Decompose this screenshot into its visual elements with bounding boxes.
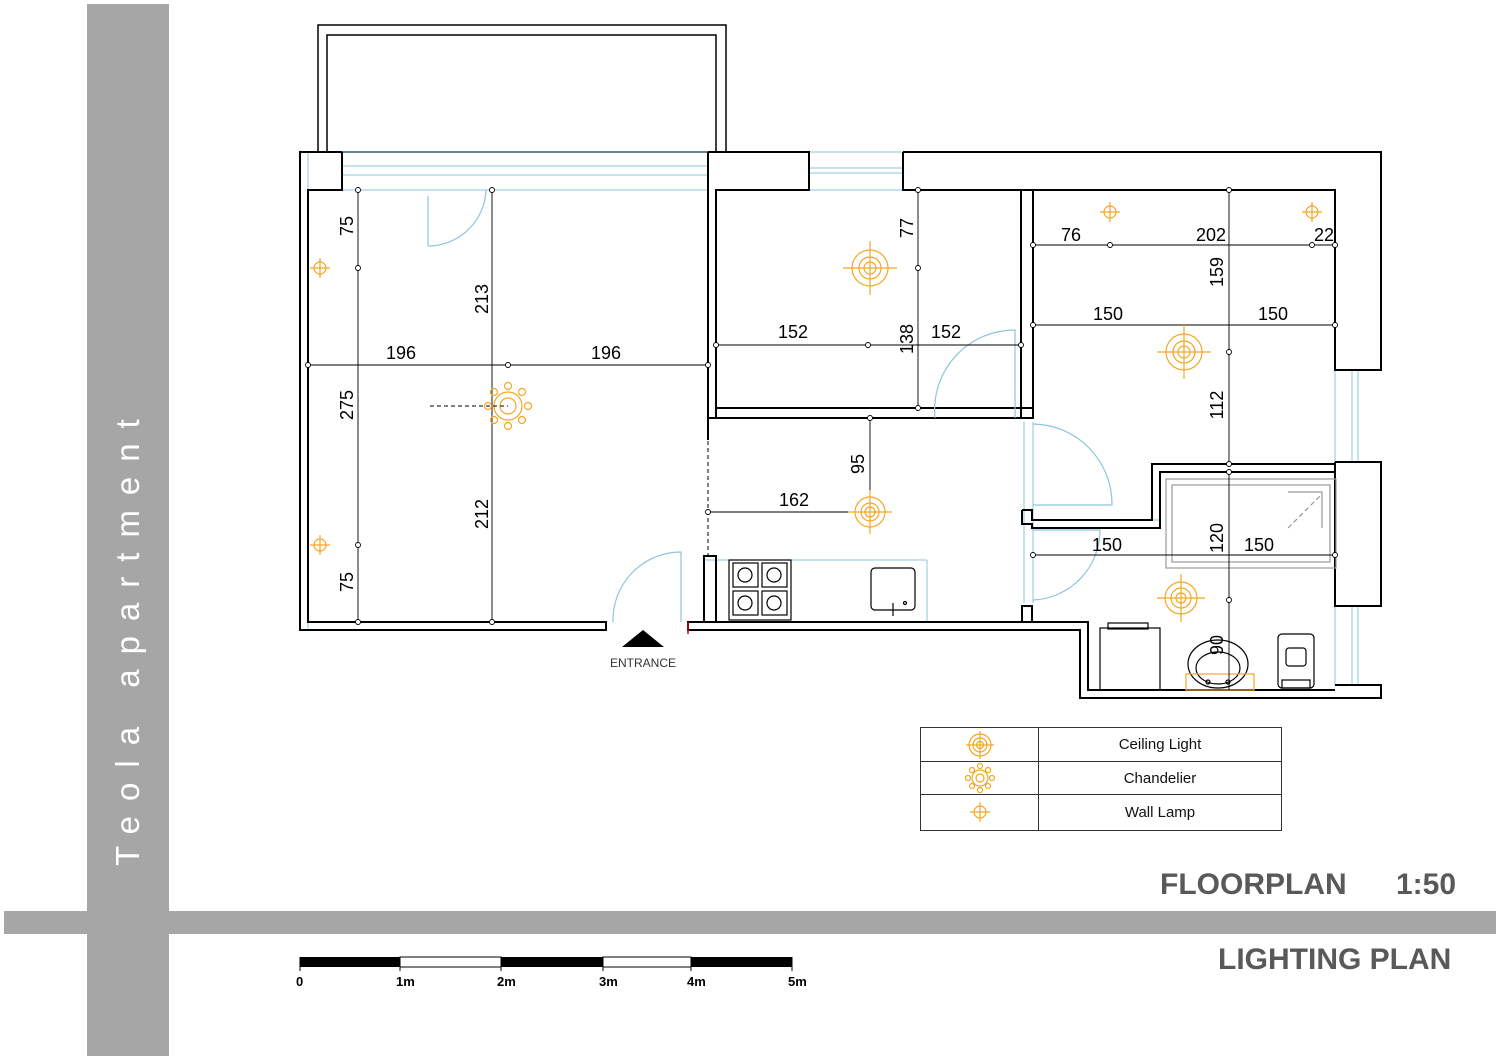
legend-row-wall-lamp: Wall Lamp: [921, 795, 1281, 830]
wall-lamp-icon: [1302, 202, 1322, 222]
legend-symbol-cell: [921, 728, 1039, 761]
wall-lamp-icon: [1100, 202, 1120, 222]
entrance-arrow: [622, 630, 664, 647]
scale-label-0: 0: [296, 974, 303, 989]
doors: [427, 189, 1113, 623]
scale-bar-labels: 0 1m 2m 3m 4m 5m: [296, 974, 807, 989]
legend-symbol-cell: [921, 795, 1039, 830]
shower: [1165, 478, 1337, 569]
dim-bed2-h-left: 152: [778, 322, 808, 342]
scale-ratio: 1:50: [1396, 868, 1457, 901]
ceiling-light-icon: [1157, 325, 1211, 379]
wall-lamp-icon: [970, 802, 990, 822]
lighting-plan-title: LIGHTING PLAN: [1218, 943, 1452, 976]
dim-bath-v-top: 120: [1207, 523, 1227, 553]
balcony: [317, 24, 727, 153]
dim-bed1-h-a: 76: [1061, 225, 1081, 245]
dim-bed2-v-mid: 138: [897, 324, 917, 354]
dim-living-h-right: 196: [591, 343, 621, 363]
dim-hall-h: 162: [779, 490, 809, 510]
dim-bed1-h-right: 150: [1258, 304, 1288, 324]
chandelier-icon: [964, 762, 996, 794]
toilet: [1277, 633, 1315, 689]
dim-bed2-h-right: 152: [931, 322, 961, 342]
dim-living-v-center-top: 213: [472, 284, 492, 314]
dim-bath-h-left: 150: [1092, 535, 1122, 555]
legend-label-wall-lamp: Wall Lamp: [1124, 804, 1196, 821]
dim-living-h-left: 196: [386, 343, 416, 363]
dimension-labels: 75 275 75 196 196 213 212 77 138 152 152…: [337, 216, 1334, 655]
side-band: [87, 4, 169, 1056]
dim-bed1-h-left: 150: [1093, 304, 1123, 324]
legend-symbol-cell: [921, 762, 1039, 794]
bath-sink: [1185, 639, 1255, 691]
ceiling-light-icon: [848, 490, 892, 534]
dim-bed1-v-top: 159: [1207, 257, 1227, 287]
dimension-ticks: [305, 187, 1338, 625]
dim-bed2-v-top: 77: [897, 218, 917, 238]
walls: [299, 151, 1382, 699]
dim-bed1-h-c: 22: [1314, 225, 1334, 245]
dim-living-v-center-bot: 212: [472, 499, 492, 529]
scale-label-4m: 4m: [687, 974, 706, 989]
dim-living-v-mid: 275: [337, 390, 357, 420]
floorplan-title: FLOORPLAN: [1160, 868, 1347, 901]
dim-living-v-bot: 75: [337, 572, 357, 592]
scale-label-3m: 3m: [599, 974, 618, 989]
legend-label-chandelier: Chandelier: [1123, 769, 1197, 787]
scale-label-1m: 1m: [396, 974, 415, 989]
stove: [728, 559, 792, 621]
ceiling-light-icon: [1157, 574, 1205, 622]
ceiling-light-icon: [843, 241, 897, 295]
scale-bar: [299, 956, 793, 971]
dim-bath-h-right: 150: [1244, 535, 1274, 555]
ceiling-light-icon: [966, 731, 994, 759]
dim-hall-v: 95: [848, 454, 868, 474]
washing-machine: [1099, 622, 1161, 691]
legend-row-ceiling-light: Ceiling Light: [921, 728, 1281, 762]
wall-lamp-icon: [310, 535, 330, 555]
wall-lamp-icon: [310, 258, 330, 278]
scale-label-5m: 5m: [788, 974, 807, 989]
legend-row-chandelier: Chandelier: [921, 762, 1281, 795]
dim-bed1-h-b: 202: [1196, 225, 1226, 245]
entrance-label: ENTRANCE: [610, 656, 676, 670]
scale-label-2m: 2m: [497, 974, 516, 989]
dim-bed1-v-bot: 112: [1207, 391, 1227, 420]
horizontal-band: [4, 911, 1496, 934]
kitchen-sink: [870, 567, 916, 616]
legend-label-ceiling-light: Ceiling Light: [1118, 736, 1202, 753]
dim-bath-v-bot: 90: [1207, 635, 1227, 655]
lighting-legend: Ceiling Light Chandelier: [920, 727, 1282, 831]
dim-living-v-top: 75: [337, 216, 357, 236]
